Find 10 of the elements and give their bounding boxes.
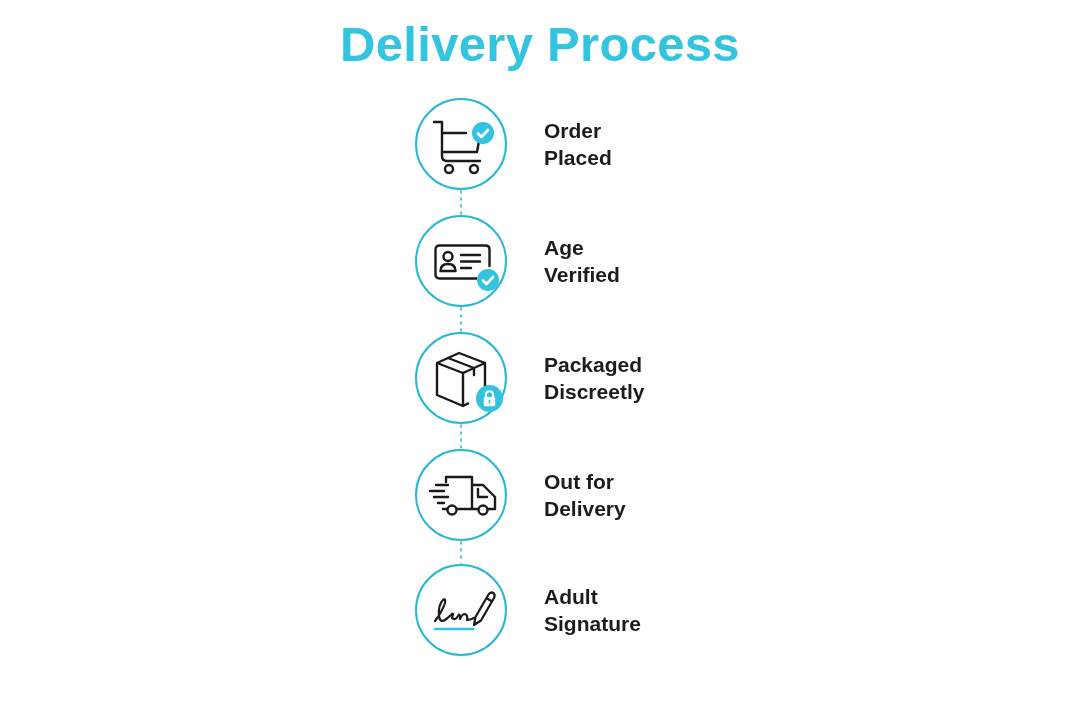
- dashed-connector: [460, 423, 462, 450]
- dashed-connector: [460, 189, 462, 216]
- step-label: Order Placed: [544, 118, 613, 171]
- step-label: Out for Delivery: [544, 469, 627, 522]
- step-label: Age Verified: [544, 235, 621, 288]
- dashed-connector: [460, 540, 462, 565]
- step-label: Packaged Discreetly: [544, 352, 646, 405]
- dashed-connector: [460, 306, 462, 333]
- title: Delivery Process: [340, 16, 740, 73]
- step-label: Adult Signature: [544, 584, 642, 637]
